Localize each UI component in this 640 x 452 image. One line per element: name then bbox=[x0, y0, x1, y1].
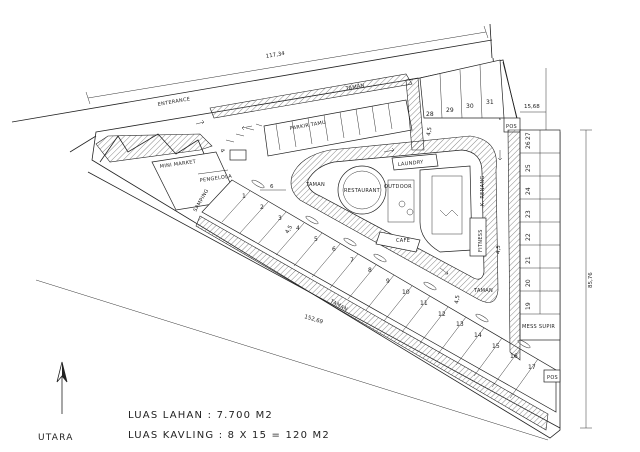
laundry-block: LAUNDRY bbox=[391, 153, 439, 171]
pos-bottom: POS bbox=[543, 369, 561, 383]
lot-number: 14 bbox=[474, 332, 482, 339]
label-fitness: FITNESS bbox=[478, 229, 484, 252]
curb-islands bbox=[251, 179, 531, 349]
parking-marks bbox=[225, 123, 263, 143]
cafe-block: CAFE bbox=[375, 231, 421, 253]
restaurant: RESTAURANT bbox=[337, 165, 387, 215]
lot-number: 23 bbox=[525, 210, 532, 218]
label-pengelola: PENGELOLA bbox=[199, 173, 232, 184]
dimension-pos: 15,68 bbox=[520, 104, 546, 113]
lots-top-row: 28 29 30 31 bbox=[419, 59, 505, 119]
entrance-path bbox=[99, 133, 225, 201]
parking-guest: PARKIR TAMU bbox=[263, 99, 413, 157]
lot-number: 25 bbox=[525, 164, 532, 172]
label-utara: UTARA bbox=[38, 433, 74, 443]
lot-number: 1 bbox=[242, 193, 246, 200]
lot-number: 16 bbox=[510, 353, 518, 360]
dim-4: 4 bbox=[218, 148, 225, 154]
lot-number: 4 bbox=[296, 225, 300, 232]
swimming-pool: K. RENANG bbox=[419, 165, 486, 253]
lot-number: 22 bbox=[525, 233, 532, 241]
lot-number: 12 bbox=[438, 311, 446, 318]
lot-number: 17 bbox=[528, 364, 536, 371]
label-cafe: CAFE bbox=[396, 238, 410, 244]
lot-number: 6 bbox=[332, 246, 336, 253]
label-taman-right: TAMAN bbox=[473, 288, 493, 294]
dim-4-5-top: 4,5 bbox=[426, 126, 434, 136]
lot-number: 24 bbox=[525, 187, 532, 195]
dim-4-5-bottom: 4,5 bbox=[454, 294, 462, 304]
dimension-bottom: 152,69 bbox=[35, 279, 549, 441]
dimension-right: 85,76 bbox=[580, 129, 594, 429]
lot-number: 9 bbox=[386, 278, 390, 285]
lots-right-col: 19 20 21 22 23 24 25 26 27 MESS SUPIR bbox=[519, 129, 561, 341]
label-taman-top: TAMAN bbox=[344, 83, 365, 92]
lot-number: 21 bbox=[525, 256, 532, 264]
dim-4-5-left: 4,5 bbox=[285, 224, 295, 235]
label-taman-left: TAMAN bbox=[305, 182, 325, 188]
lot-number: 2 bbox=[260, 204, 264, 211]
lot-number: 27 bbox=[525, 132, 532, 140]
label-laundry: LAUNDRY bbox=[398, 159, 425, 168]
lot-number: 30 bbox=[466, 103, 474, 110]
dim-bottom-label: 152,69 bbox=[303, 314, 324, 326]
lot-number: 3 bbox=[278, 215, 282, 222]
info-luas-kavling: LUAS KAVLING : 8 X 15 = 120 M2 bbox=[128, 430, 330, 441]
outdoor-area: OUTDOOR bbox=[384, 179, 415, 223]
label-mess-supir: MESS SUPIR bbox=[522, 324, 555, 330]
lot-number: 10 bbox=[402, 289, 410, 296]
lot-number: 19 bbox=[525, 302, 532, 310]
north-arrow-icon bbox=[56, 361, 68, 414]
label-restaurant: RESTAURANT bbox=[344, 188, 381, 194]
lot-number: 15 bbox=[492, 343, 500, 350]
dim-6: 6 bbox=[270, 184, 274, 190]
lot-number: 11 bbox=[420, 300, 428, 307]
lot-number: 26 bbox=[525, 141, 532, 149]
info-luas-lahan: LUAS LAHAN : 7.700 M2 bbox=[128, 410, 273, 421]
dim-top-label: 117,34 bbox=[265, 51, 285, 60]
label-mini-market: MINI MARKET bbox=[159, 159, 197, 170]
lot-number: 31 bbox=[486, 99, 494, 106]
lot-number: 5 bbox=[314, 236, 318, 243]
lot-number: 20 bbox=[525, 279, 532, 287]
label-pos-bottom: POS bbox=[547, 375, 558, 381]
lot-number: 8 bbox=[368, 267, 372, 274]
small-kiosk bbox=[229, 149, 247, 161]
right-garden-strip bbox=[507, 129, 521, 361]
dim-4-5-right: 4,5 bbox=[496, 245, 502, 254]
dim-right-label: 85,76 bbox=[588, 272, 594, 288]
label-entrance: ENTERANCE bbox=[157, 96, 190, 108]
dimension-top: 117,34 bbox=[85, 25, 489, 105]
left-garden-wedge bbox=[95, 133, 213, 163]
fitness-block: FITNESS bbox=[469, 217, 487, 257]
direction-arrows bbox=[195, 119, 503, 275]
lot-number: 29 bbox=[446, 107, 454, 114]
lots-bottom-row: 1 2 3 4 5 6 7 8 9 10 11 12 13 14 15 16 1… bbox=[201, 179, 557, 413]
bottom-garden-strip bbox=[195, 215, 549, 431]
lot-number: 13 bbox=[456, 321, 464, 328]
label-k-renang: K. RENANG bbox=[480, 175, 486, 206]
lot-number: 28 bbox=[426, 111, 434, 118]
lot-number: 7 bbox=[350, 257, 354, 264]
label-outdoor: OUTDOOR bbox=[384, 184, 412, 190]
dim-pos-label: 15,68 bbox=[524, 104, 540, 110]
label-pos-top: POS bbox=[506, 124, 517, 130]
